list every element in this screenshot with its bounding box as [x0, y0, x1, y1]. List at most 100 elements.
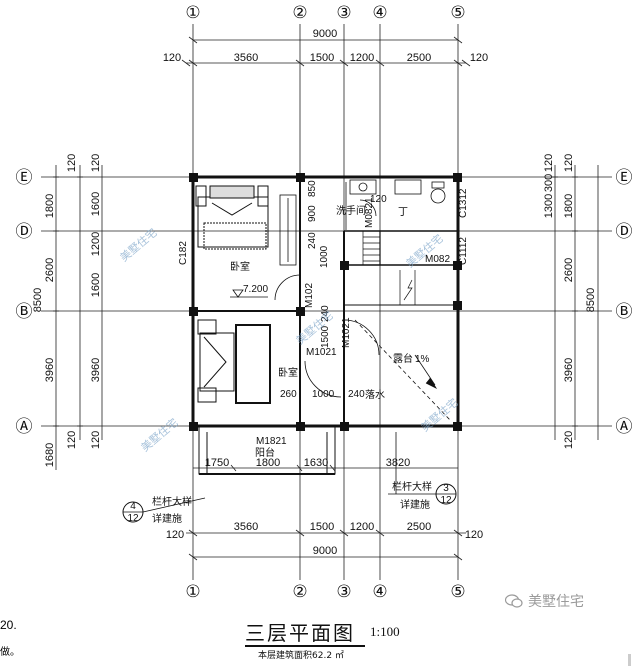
balcony-dimension-line	[193, 464, 458, 472]
axis-col-4-bottom: ④	[372, 582, 387, 601]
axis-col-1-bottom: ①	[185, 582, 200, 601]
tag-m1821: M1821	[256, 436, 287, 447]
left-dimension-lines	[53, 165, 103, 470]
detail-left-line1: 栏杆大样	[152, 495, 192, 508]
axis-col-3-top: ③	[336, 3, 351, 22]
tag-900: 900	[307, 205, 318, 222]
dim-span-3-bottom: 1200	[350, 521, 374, 533]
drawing-title-block: 三层平面图 1:100	[245, 617, 400, 647]
axis-col-5-top: ⑤	[450, 3, 465, 22]
detail-right-den: 12	[440, 495, 452, 506]
detail-right-line2: 详建施	[400, 498, 430, 511]
tag-850: 850	[307, 180, 318, 197]
axis-row-D-left: Ⓓ	[16, 222, 33, 241]
dim-total-width-top: 9000	[313, 28, 337, 40]
dim-span-2-top: 1500	[310, 52, 334, 64]
dim-edge-top-right: 120	[470, 52, 488, 64]
dim-span-3-top: 1200	[350, 52, 374, 64]
dim-left-outer-3: 3960	[44, 358, 56, 382]
axis-gridlines	[41, 24, 612, 580]
axis-col-3-bottom: ③	[336, 582, 351, 601]
dim-span-1-top: 3560	[234, 52, 258, 64]
brand-text: 美墅住宅	[528, 594, 584, 610]
detail-callout-right: 3 12 栏杆大样 详建施	[388, 432, 457, 511]
tag-240b: 240	[320, 305, 331, 322]
dim-left-inner-2: 1200	[90, 232, 102, 256]
tag-120: 120	[370, 194, 387, 205]
axis-row-A-left: Ⓐ	[16, 417, 33, 436]
dim-balcony-1: 1750	[205, 457, 229, 469]
watermarks: 美墅住宅 美墅住宅 美墅住宅 美墅住宅 美墅住宅	[117, 225, 461, 454]
brand-mark: 美墅住宅	[505, 591, 584, 611]
watermark-4: 美墅住宅	[138, 415, 181, 454]
tag-m1021c: M1021	[341, 317, 352, 348]
row-axis-bubbles-left: Ⓔ Ⓓ Ⓑ Ⓐ	[16, 168, 33, 436]
tag-ding: 丁	[398, 207, 408, 218]
washroom-fixtures	[345, 179, 446, 230]
axis-row-E-right: Ⓔ	[616, 168, 633, 187]
floor-area-note: 本层建筑面积62.2 ㎡	[258, 651, 344, 661]
tag-m0821: M0821	[364, 197, 375, 228]
tag-260: 260	[280, 389, 297, 400]
room-label-terrace: 露台	[393, 352, 413, 365]
left-edge-fragment-a: 20.	[0, 618, 17, 632]
dim-span-4-bottom: 2500	[407, 521, 431, 533]
dim-total-width-bottom: 9000	[313, 545, 337, 557]
dim-right-total: 8500	[585, 288, 597, 312]
tag-m1021b: M1021	[306, 347, 337, 358]
axis-row-B-left: Ⓑ	[16, 302, 33, 321]
tag-m1021a: M102	[304, 283, 315, 308]
column-axis-bubbles-bottom: ① ② ③ ④ ⑤	[185, 582, 465, 601]
axis-col-2-top: ②	[292, 3, 307, 22]
bottom-dimension-lines	[186, 529, 466, 561]
dim-right-inner-1: 1300	[543, 194, 555, 218]
balcony	[198, 425, 336, 475]
terrace-drain: 落水	[365, 389, 385, 401]
dim-right-edge-top: 120	[543, 154, 555, 172]
stair	[362, 231, 416, 305]
terrace-slope-arrow	[354, 319, 451, 421]
tag-1500: 1500	[320, 325, 331, 348]
edge-tick	[628, 654, 631, 666]
top-dimension-lines	[181, 36, 471, 67]
dim-right-edge-bottom: 120	[563, 431, 575, 449]
column-axis-bubbles-top: ① ② ③ ④ ⑤	[185, 3, 465, 22]
upper-bedroom-bed	[195, 185, 269, 250]
drawing-scale: 1:100	[370, 624, 400, 639]
dim-left-edge-bottom-2: 120	[90, 431, 102, 449]
right-dimension-lines	[552, 165, 599, 440]
row-axis-bubbles-right: Ⓔ Ⓓ Ⓑ Ⓐ	[616, 168, 633, 436]
dim-span-2-bottom: 1500	[310, 521, 334, 533]
tag-240c: 240	[348, 389, 365, 400]
lower-bedroom-bed	[197, 319, 271, 404]
tag-c1312: C1312	[458, 188, 469, 218]
dim-right-edge-top-2: 120	[563, 154, 575, 172]
dim-left-outer-2: 2600	[44, 258, 56, 282]
dim-span-4-top: 2500	[407, 52, 431, 64]
dim-left-inner-1: 1600	[90, 192, 102, 216]
elevation-value: 7.200	[243, 284, 268, 295]
dim-balcony-3: 1630	[304, 457, 328, 469]
elevation-marker	[230, 289, 268, 298]
dim-edge-bottom-right: 120	[465, 529, 483, 541]
detail-left-den: 12	[127, 513, 139, 524]
door-swings	[274, 199, 380, 398]
detail-left-line2: 详建施	[152, 512, 182, 525]
dim-span-1-bottom: 3560	[234, 521, 258, 533]
dim-left-inner-4: 3960	[90, 358, 102, 382]
wechat-icon	[505, 594, 523, 608]
room-label-washroom: 洗手间	[336, 204, 366, 217]
detail-right-num: 3	[443, 483, 449, 494]
dim-left-edge-top-2: 120	[90, 154, 102, 172]
detail-left-num: 4	[130, 501, 136, 512]
dim-terrace-width: 3820	[386, 457, 410, 469]
dim-left-edge-bottom: 120	[66, 431, 78, 449]
detail-right-line1: 栏杆大样	[392, 480, 432, 493]
dim-right-outer-2: 2600	[563, 258, 575, 282]
tag-c182: C182	[178, 241, 189, 265]
title-underline	[245, 645, 365, 647]
left-edge-fragment-b: 做。	[0, 647, 20, 658]
axis-col-2-bottom: ②	[292, 582, 307, 601]
room-label-bedroom-upper: 卧室	[230, 260, 250, 273]
